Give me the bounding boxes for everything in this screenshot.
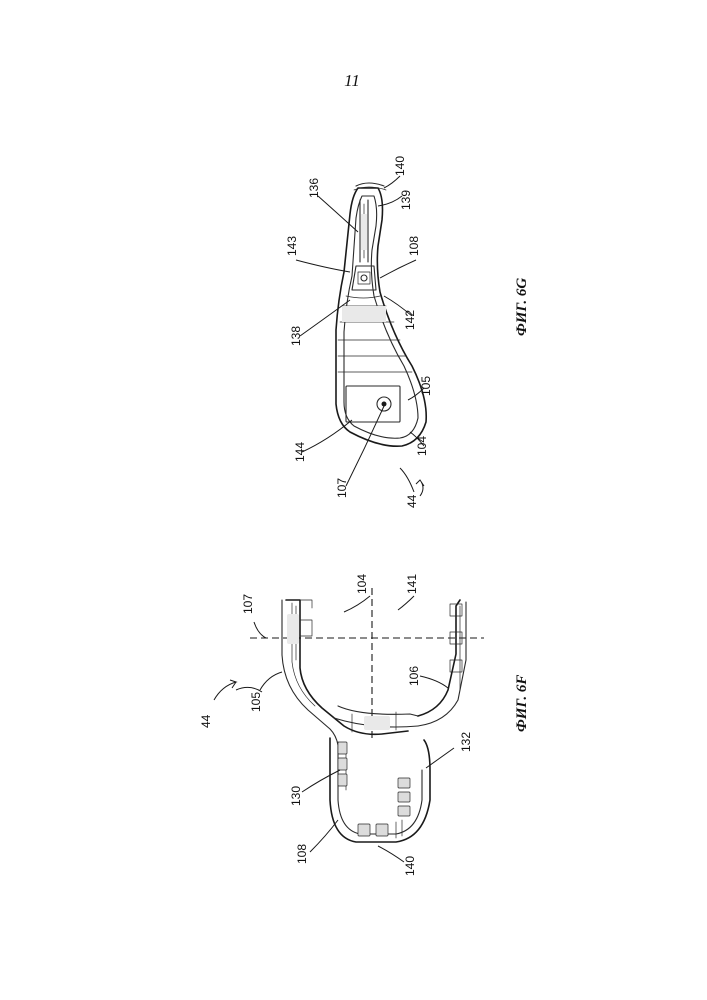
ref-140: 140 [393,156,407,176]
figure-6g-caption: ФИГ. 6G [514,278,530,336]
ref-139: 139 [399,190,413,210]
ref-107: 107 [241,594,255,614]
ref-144: 144 [293,442,307,462]
ref-143: 143 [285,236,299,256]
ref-136: 136 [307,178,321,198]
ref-140: 140 [403,856,417,876]
figure-6f-drawing [250,588,484,842]
ref-104: 104 [415,436,429,456]
ref-141: 141 [405,574,419,594]
ref-138: 138 [289,326,303,346]
ref-44: 44 [405,494,419,508]
ref-107: 107 [335,478,349,498]
page-number: 11 [344,71,360,90]
ref-105: 105 [249,692,263,712]
figure-6f-caption: ФИГ. 6F [514,675,530,732]
ref-130: 130 [289,786,303,806]
ref-132: 132 [459,732,473,752]
ref-142: 142 [403,310,417,330]
figure-6g: 136 140 143 139 108 138 142 105 144 104 … [285,156,530,508]
ref-104: 104 [355,574,369,594]
ref-105: 105 [419,376,433,396]
figure-6f: 44 105 107 104 141 106 130 108 132 140 Ф… [199,574,530,876]
ref-44: 44 [199,714,213,728]
ref-108: 108 [295,844,309,864]
ref-108: 108 [407,236,421,256]
ref-106: 106 [407,666,421,686]
